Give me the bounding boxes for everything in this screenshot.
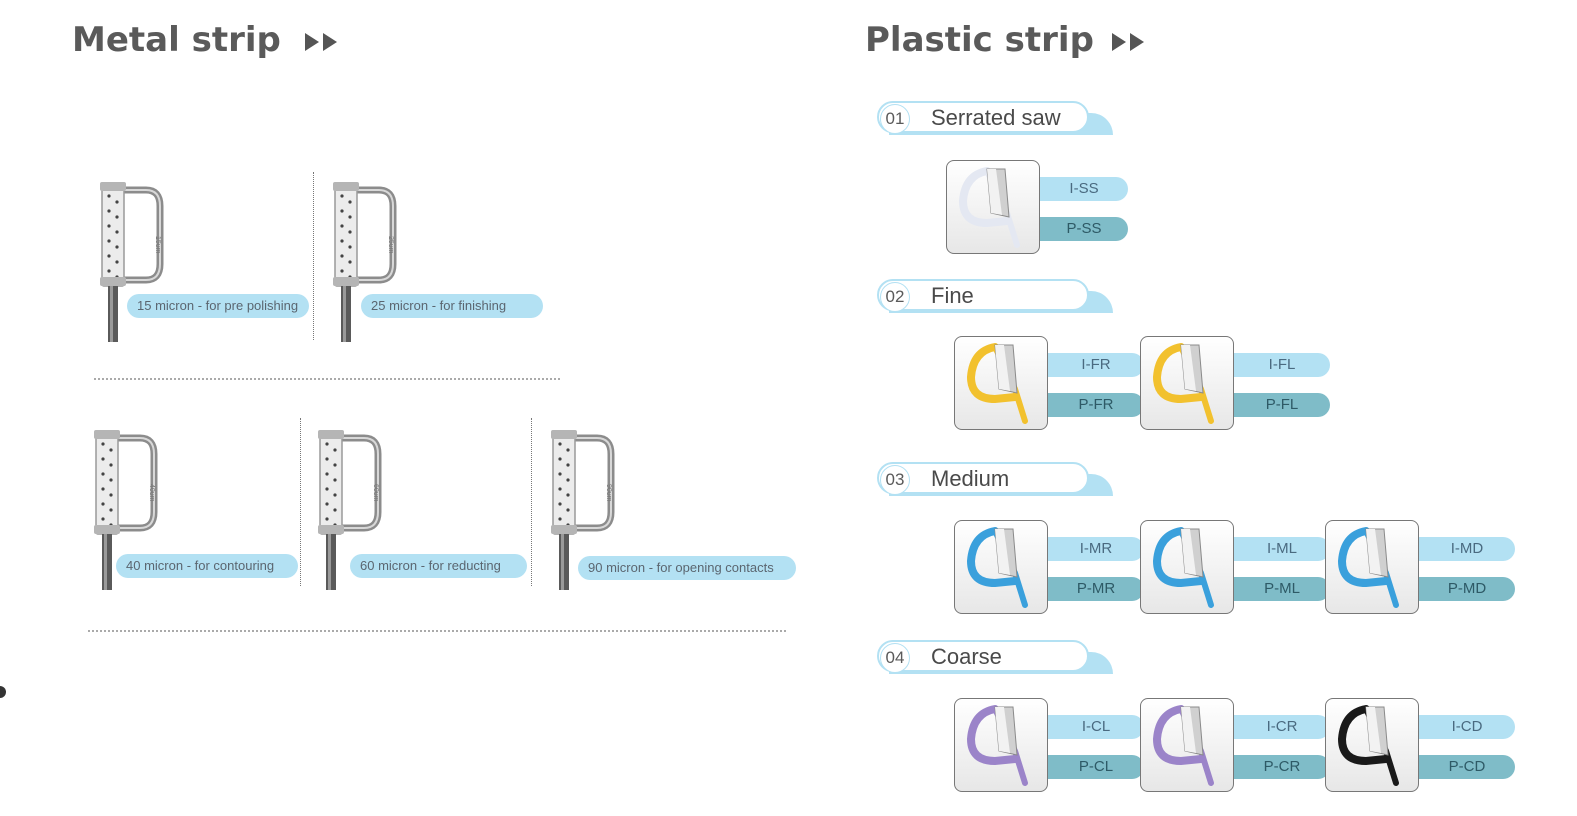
- plastic-strip-title: Plastic strip: [865, 20, 1148, 60]
- row-divider: [88, 630, 786, 632]
- strip-handle-icon: [1337, 705, 1399, 786]
- category-tab-pill: [877, 279, 1089, 311]
- product-image: [1140, 336, 1234, 430]
- strip-handle-icon: [966, 705, 1028, 786]
- product-code-i: I-ML: [1234, 537, 1330, 561]
- product-code-i: I-FR: [1048, 353, 1144, 377]
- row-divider: [94, 378, 560, 380]
- engraving-text: 15um: [154, 236, 161, 254]
- product-code-i: I-CL: [1048, 715, 1144, 739]
- category-label: Medium: [931, 466, 1010, 491]
- product-code-i: I-CR: [1234, 715, 1330, 739]
- category-tab-pill: [877, 462, 1089, 494]
- metal-strip-label: 90 micron - for opening contacts: [578, 556, 796, 580]
- metal-strip-tool-icon: 40um: [94, 430, 158, 590]
- double-arrow-icon: [304, 32, 337, 51]
- strip-handle-icon: [966, 527, 1028, 608]
- double-arrow-icon: [1111, 32, 1144, 51]
- category-number: 02: [880, 282, 910, 312]
- column-divider: [531, 418, 532, 586]
- category-label: Fine: [931, 283, 974, 308]
- product-code-p: P-SS: [1040, 217, 1128, 241]
- metal-strip-label: 60 micron - for reducting: [350, 554, 527, 578]
- strip-handle-icon: [1152, 705, 1214, 786]
- strip-handle-icon: [966, 343, 1028, 424]
- engraving-text: 60um: [372, 484, 379, 502]
- category-tab-pill: [877, 640, 1089, 672]
- metal-strip-label: 40 micron - for contouring: [116, 554, 298, 578]
- product-code-p: P-MD: [1419, 577, 1515, 601]
- product-code-i: I-CD: [1419, 715, 1515, 739]
- product-code-p: P-FR: [1048, 393, 1144, 417]
- metal-strip-tool-icon: 60um: [318, 430, 382, 590]
- engraving-text: 25um: [387, 236, 394, 254]
- product-code-i: I-MD: [1419, 537, 1515, 561]
- product-code-i: I-MR: [1048, 537, 1144, 561]
- category-label: Serrated saw: [931, 105, 1061, 130]
- metal-strip-label: 15 micron - for pre polishing: [127, 294, 309, 318]
- edge-dot: [0, 686, 6, 698]
- strip-handle-icon: [958, 167, 1020, 248]
- product-image: [954, 520, 1048, 614]
- product-code-p: P-MR: [1048, 577, 1144, 601]
- category-tab-pill: [877, 101, 1089, 133]
- product-image: [1140, 698, 1234, 792]
- category-label: Coarse: [931, 644, 1002, 669]
- metal-strip-title: Metal strip: [72, 20, 341, 60]
- column-divider: [313, 172, 314, 340]
- category-number: 04: [880, 643, 910, 673]
- metal-strip-tool-icon: 25um: [333, 182, 397, 342]
- category-number: 03: [880, 465, 910, 495]
- product-image: [954, 698, 1048, 792]
- product-code-p: P-CR: [1234, 755, 1330, 779]
- product-code-p: P-CD: [1419, 755, 1515, 779]
- strip-handle-icon: [1152, 343, 1214, 424]
- product-code-p: P-CL: [1048, 755, 1144, 779]
- metal-strip-label: 25 micron - for finishing: [361, 294, 543, 318]
- product-image: [946, 160, 1040, 254]
- engraving-text: 90um: [605, 484, 612, 502]
- strip-handle-icon: [1152, 527, 1214, 608]
- product-code-i: I-FL: [1234, 353, 1330, 377]
- product-image: [1325, 520, 1419, 614]
- product-image: [1140, 520, 1234, 614]
- product-image: [1325, 698, 1419, 792]
- strip-handle-icon: [1337, 527, 1399, 608]
- product-code-p: P-FL: [1234, 393, 1330, 417]
- product-code-i: I-SS: [1040, 177, 1128, 201]
- product-image: [954, 336, 1048, 430]
- product-code-p: P-ML: [1234, 577, 1330, 601]
- engraving-text: 40um: [148, 484, 155, 502]
- metal-strip-tool-icon: 90um: [551, 430, 615, 590]
- metal-strip-tool-icon: 15um: [100, 182, 164, 342]
- category-number: 01: [880, 104, 910, 134]
- column-divider: [300, 418, 301, 586]
